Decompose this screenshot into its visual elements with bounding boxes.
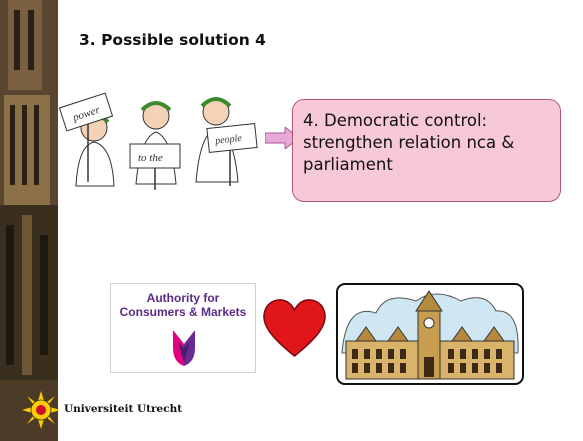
parliament-clipart — [336, 283, 524, 385]
callout-line-2: strengthen relation nca & — [303, 133, 515, 152]
sign-to-the-text: to the — [138, 152, 163, 164]
callout-line-1: 4. Democratic control: — [303, 111, 488, 130]
acm-logo-line2: Consumers & Markets — [119, 305, 247, 319]
acm-tulip-icon — [173, 330, 195, 366]
tower-photo-strip — [0, 0, 58, 441]
callout-line-3: parliament — [303, 155, 393, 174]
acm-logo: Authority for Consumers & Markets — [110, 283, 256, 373]
heart-icon — [263, 299, 326, 357]
democratic-control-callout: 4. Democratic control: strengthen relati… — [292, 99, 561, 202]
university-name: Universiteit Utrecht — [64, 403, 183, 415]
sign-people-text: people — [214, 133, 243, 147]
uu-sun-logo — [22, 391, 60, 429]
people-clipart: power to the people — [58, 92, 258, 190]
acm-logo-line1: Authority for — [146, 291, 220, 305]
slide-title: 3. Possible solution 4 — [79, 31, 266, 49]
